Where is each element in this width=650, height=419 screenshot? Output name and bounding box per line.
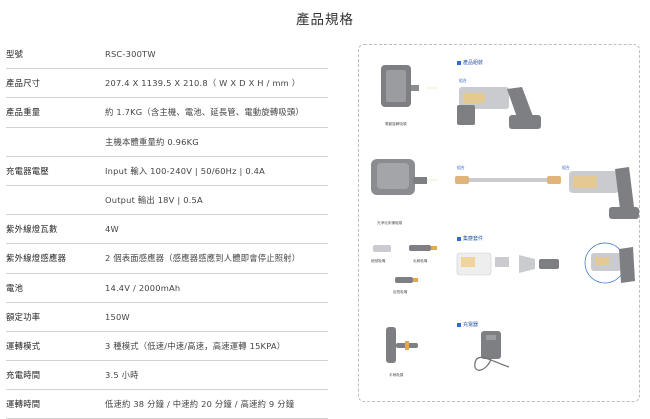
- caption-brush-nozzle: 毛刷吸嘴: [413, 259, 428, 263]
- spec-value: 3.5 小時: [105, 370, 139, 381]
- extension-tube-illustration: [455, 176, 561, 184]
- accessory-diagram-panel: 產品組裝 集塵套件 充電器 組合 組合 組合 電動旋轉吸頭 光淨化床鋪吸頭 細縫…: [358, 44, 640, 402]
- spec-row: 產品重量 約 1.7KG（含主機、電池、延長管、電動旋轉吸頭）: [6, 98, 328, 128]
- spec-label: 紫外線燈感應器: [6, 253, 67, 264]
- spec-row: 充電時間 3.5 小時: [6, 361, 328, 391]
- spec-row: 型號 RSC-300TW: [6, 40, 328, 70]
- spec-label: 產品重量: [6, 107, 41, 118]
- spec-value: 207.4 X 1139.5 X 210.8（ W X D X H / mm ）: [105, 78, 301, 89]
- spec-row: 電池 14.4V / 2000mAh: [6, 274, 328, 303]
- spec-row: Output 輸出 18V | 0.5A: [6, 186, 328, 216]
- page-title: 產品規格: [296, 12, 354, 28]
- spec-table: 型號 RSC-300TW 產品尺寸 207.4 X 1139.5 X 210.8（ W…: [6, 40, 328, 419]
- spec-row: 額定功率 150W: [6, 303, 328, 332]
- caption-extension-nozzle: 延長吸嘴: [393, 290, 408, 294]
- square-bullet-icon: [457, 60, 461, 65]
- spec-value: 低速約 38 分鐘 / 中速約 20 分鐘 / 高速約 9 分鐘: [105, 399, 295, 410]
- caption-crevice-nozzle: 細縫吸嘴: [371, 259, 386, 263]
- spec-label: 運轉模式: [6, 340, 41, 351]
- spec-value: 4W: [105, 224, 119, 235]
- charger-illustration: [474, 331, 510, 371]
- combine-tag: 組合: [562, 165, 570, 170]
- spec-row: 運轉模式 3 種模式（低速/中速/高速，高速運轉 15KPA）: [6, 332, 328, 362]
- spec-value: 3 種模式（低速/中速/高速，高速運轉 15KPA）: [105, 340, 286, 351]
- spec-value: 150W: [105, 311, 130, 322]
- spec-row: 紫外線燈感應器 2 個表面感應器（感應器感應到人體即會停止照射）: [6, 244, 328, 274]
- caption-uv-head: 光淨化床鋪吸頭: [377, 221, 403, 225]
- spec-label: 充電時間: [6, 370, 41, 381]
- small-nozzles-illustration: [373, 245, 437, 283]
- rotating-brush-head-illustration: [381, 65, 437, 107]
- product-illustrations: [371, 65, 639, 371]
- spec-value: 14.4V / 2000mAh: [105, 282, 181, 293]
- assembled-vacuum-illustration: [457, 87, 541, 129]
- spec-row: 運轉時間 低速約 38 分鐘 / 中速約 20 分鐘 / 高速約 9 分鐘: [6, 390, 328, 419]
- spec-label: 充電器電壓: [6, 165, 49, 176]
- section-heading-charger: 充電器: [457, 321, 478, 328]
- spec-label: 電池: [6, 282, 24, 293]
- spec-label: 產品尺寸: [6, 78, 41, 89]
- spec-row: 產品尺寸 207.4 X 1139.5 X 210.8（ W X D X H / …: [6, 69, 328, 99]
- spec-value: Output 輸出 18V | 0.5A: [105, 195, 203, 206]
- handheld-vacuum-illustration: [569, 167, 639, 219]
- spec-value: 約 1.7KG（含主機、電池、延長管、電動旋轉吸頭）: [105, 107, 304, 118]
- caption-rotating-head: 電動旋轉吸頭: [385, 122, 407, 126]
- square-bullet-icon: [457, 322, 461, 327]
- handle-nozzle-illustration: [386, 327, 418, 363]
- spec-value: 主機本體重量約 0.96KG: [105, 136, 199, 147]
- spec-row: 主機本體重量約 0.96KG: [6, 128, 328, 157]
- spec-label: 紫外線燈瓦數: [6, 224, 58, 235]
- spec-label: 運轉時間: [6, 399, 41, 410]
- dust-collection-assembly-illustration: [456, 242, 635, 284]
- spec-value: 2 個表面感應器（感應器感應到人體即會停止照射）: [105, 253, 301, 264]
- combine-tag: 組合: [457, 165, 465, 170]
- combine-tag: 組合: [459, 78, 467, 83]
- spec-row: 充電器電壓 Input 輸入 100-240V | 50/60Hz | 0.4A: [6, 157, 328, 186]
- spec-row: 紫外線燈瓦數 4W: [6, 215, 328, 245]
- spec-value: Input 輸入 100-240V | 50/60Hz | 0.4A: [105, 165, 266, 176]
- section-heading-accessories: 集塵套件: [457, 235, 483, 242]
- uv-bed-head-illustration: [371, 159, 437, 195]
- square-bullet-icon: [457, 236, 461, 241]
- spec-label: 額定功率: [6, 311, 41, 322]
- caption-handle-nozzle: 手柄吸頭: [389, 373, 404, 377]
- section-heading-product: 產品組裝: [457, 59, 483, 66]
- spec-value: RSC-300TW: [105, 49, 156, 60]
- spec-label: 型號: [6, 49, 24, 60]
